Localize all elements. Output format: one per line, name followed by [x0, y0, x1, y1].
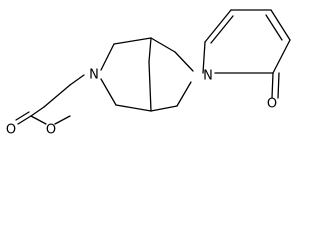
bond-n2-c7	[202, 41, 206, 74]
bond-bridge-c4	[148, 61, 152, 112]
bond-c2-c5	[150, 37, 176, 53]
bond-c5-n2	[174, 51, 194, 72]
atom-label-o-ester-carbonyl: O	[6, 123, 16, 138]
bond-methyl-o	[54, 115, 71, 125]
bond-c1-c2	[113, 37, 152, 45]
atom-label-n-amine: N	[89, 68, 99, 83]
bond-c7-c8	[204, 9, 232, 43]
atom-labels: N N O O O	[6, 68, 277, 138]
bond-carbonylc-ch2	[30, 106, 45, 117]
bond-c6-n2	[176, 81, 192, 107]
bond-c10-c11	[272, 39, 291, 74]
bond-n-c3	[100, 78, 117, 106]
bond-c9-c10	[270, 9, 291, 41]
bond-c-eq-o-a	[17, 115, 32, 125]
bond-c3-c4	[115, 104, 152, 112]
chemical-structure: N N O O O	[6, 9, 291, 138]
bond-c11-o-double	[277, 72, 280, 99]
atom-label-n-pyridone: N	[203, 69, 213, 84]
bond-ch2-n	[69, 74, 85, 86]
bond-c-eq-o-b	[15, 111, 30, 121]
bond-c2-bridge	[148, 37, 152, 63]
bond-c9-c10-double	[265, 14, 283, 41]
bond-o-carbonylc	[30, 115, 47, 125]
bond-ch2-cester	[43, 84, 71, 108]
bond-c4-c6	[150, 105, 178, 112]
bond-c11-o	[271, 72, 274, 99]
atom-label-o-ester-ether: O	[46, 123, 56, 138]
atom-label-o-carbonyl: O	[267, 97, 277, 112]
bond-lines	[15, 9, 291, 125]
bond-c7-c8-double	[210, 15, 234, 44]
bond-n-c1	[100, 43, 115, 71]
